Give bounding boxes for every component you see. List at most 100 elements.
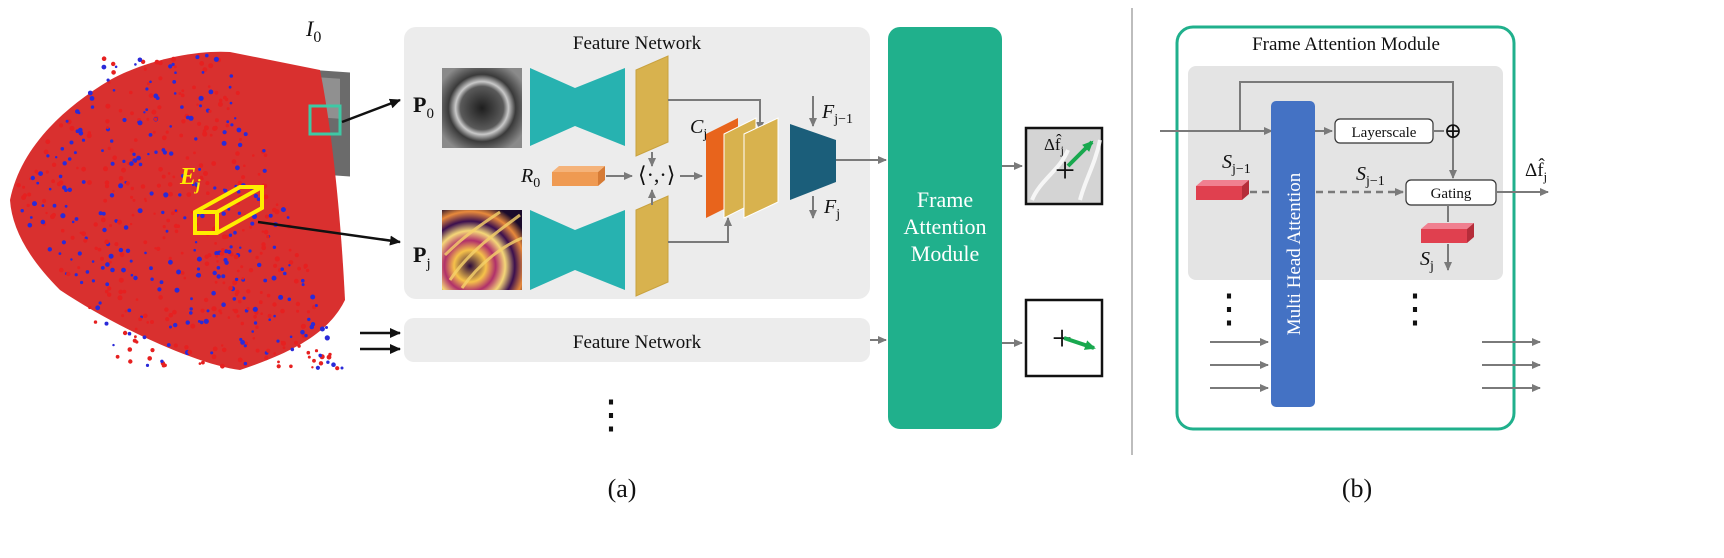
cloud-point <box>328 352 332 357</box>
cloud-point <box>207 253 212 258</box>
cloud-point <box>158 295 163 300</box>
cloud-point <box>51 162 57 167</box>
cloud-point <box>211 306 217 312</box>
state-prev-block <box>1196 180 1249 186</box>
cloud-point <box>171 62 175 66</box>
cloud-point <box>127 308 132 313</box>
cloud-point <box>318 353 323 358</box>
cloud-point <box>150 320 154 324</box>
cloud-point <box>132 152 136 156</box>
cloud-point <box>288 260 294 265</box>
cloud-point <box>85 270 90 274</box>
cloud-point <box>188 115 194 121</box>
cloud-point <box>297 266 301 271</box>
cloud-point <box>211 161 217 166</box>
cloud-point <box>150 348 155 353</box>
cloud-point <box>27 222 33 228</box>
cloud-point <box>22 185 26 189</box>
cloud-point <box>129 90 133 95</box>
part-a: Ej I0 Feature Network P0 Pj R0 ⟨·,·⟩ <box>10 16 1104 503</box>
cloud-point <box>233 254 239 260</box>
pj-patch-texture <box>443 210 523 289</box>
cloud-point <box>81 138 86 142</box>
cloud-point <box>166 218 171 223</box>
cloud-point <box>87 90 93 96</box>
cloud-point <box>45 170 49 174</box>
cloud-point <box>94 246 98 250</box>
fam-label-line2: Attention <box>903 214 986 239</box>
ellipsis-a: ⋮ <box>591 392 631 437</box>
output-patch-top-texture <box>1030 139 1102 201</box>
cloud-point <box>105 103 111 109</box>
cloud-point <box>241 277 245 280</box>
state-prev-side <box>1242 180 1249 200</box>
cloud-point <box>122 159 126 163</box>
cloud-point <box>41 204 45 208</box>
cloud-point <box>205 53 209 58</box>
cloud-point <box>235 151 240 156</box>
cloud-point <box>314 349 319 353</box>
cloud-point <box>194 241 198 244</box>
cloud-point <box>221 248 225 252</box>
cloud-point <box>221 274 226 279</box>
cloud-point <box>246 289 251 294</box>
cloud-point <box>173 65 177 69</box>
layerscale-label: Layerscale <box>1352 125 1417 141</box>
encoder-hourglass-bottom <box>530 210 625 290</box>
cloud-point <box>208 109 212 113</box>
cloud-point <box>235 90 240 96</box>
cloud-point <box>305 268 310 273</box>
cloud-point <box>161 135 167 141</box>
cloud-point <box>87 180 92 185</box>
cloud-point <box>314 304 318 307</box>
cloud-point <box>276 339 280 343</box>
cloud-point <box>144 199 147 203</box>
cloud-point <box>167 172 171 175</box>
cloud-point <box>146 117 150 121</box>
cloud-point <box>65 119 69 123</box>
cloud-point <box>204 261 210 267</box>
cloud-point <box>146 82 150 86</box>
cloud-point <box>100 256 104 261</box>
cloud-point <box>318 361 324 366</box>
cloud-point <box>70 258 73 261</box>
ellipsis-b-left: ⋮ <box>1209 286 1249 331</box>
cloud-point <box>29 216 33 219</box>
cloud-point <box>194 181 200 187</box>
cloud-point <box>176 269 182 275</box>
cloud-point <box>160 359 164 363</box>
cloud-point <box>167 182 173 187</box>
cloud-point <box>162 150 167 155</box>
cloud-point <box>138 317 143 322</box>
cloud-point <box>240 265 244 269</box>
cloud-point <box>156 183 161 188</box>
caption-a: (a) <box>608 474 637 503</box>
cloud-point <box>109 260 112 264</box>
cloud-point <box>121 267 126 273</box>
cloud-point <box>195 274 199 277</box>
cloud-point <box>130 195 134 199</box>
cloud-point <box>297 344 301 348</box>
cloud-point <box>111 70 116 75</box>
cloud-point <box>240 321 244 326</box>
cloud-point <box>172 80 177 84</box>
cloud-point <box>242 228 245 232</box>
cloud-point <box>196 103 199 106</box>
cloud-point <box>134 63 137 66</box>
cloud-point <box>165 229 169 233</box>
cloud-point <box>259 291 263 294</box>
cloud-point <box>272 207 277 213</box>
cloud-point <box>130 186 134 191</box>
cloud-point <box>206 309 210 313</box>
cloud-point <box>110 139 114 143</box>
cloud-point <box>105 262 110 267</box>
cloud-point <box>147 356 152 361</box>
cloud-dots <box>16 53 344 371</box>
cloud-point <box>149 191 154 196</box>
delta-f-label: Δf̂j <box>1044 134 1064 157</box>
cloud-point <box>203 318 209 324</box>
state-prev-front <box>1196 186 1242 200</box>
cloud-point <box>253 193 259 199</box>
cloud-point <box>45 211 48 215</box>
cloud-point <box>286 216 290 219</box>
